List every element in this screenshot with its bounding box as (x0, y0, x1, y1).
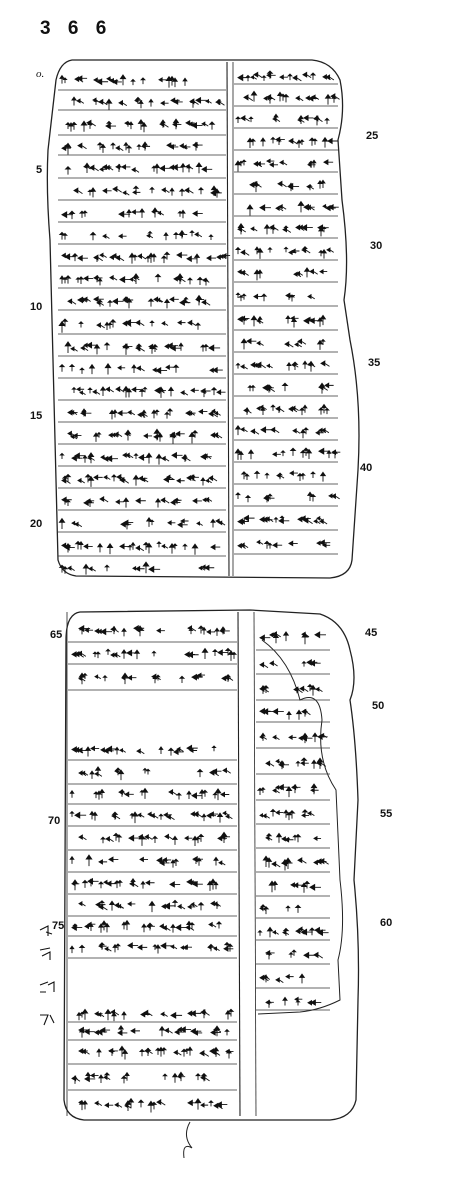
line-number-65: 65 (50, 629, 63, 641)
tablet-2-cuneiform-signs (69, 624, 329, 1113)
line-number-40: 40 (360, 462, 373, 474)
line-number-25: 25 (366, 130, 379, 142)
line-number-70: 70 (48, 815, 61, 827)
line-number-55: 55 (380, 808, 393, 820)
line-number-35: 35 (368, 357, 381, 369)
tablet-2-outline (63, 609, 360, 1121)
side-inscription (39, 925, 55, 1026)
line-number-5: 5 (36, 164, 43, 176)
obverse-mark: o. (36, 68, 45, 80)
plate-number: 3 6 6 (40, 18, 113, 39)
line-number-45: 45 (365, 627, 378, 639)
tablet-1-outline (46, 59, 360, 579)
tablet-2-tail (183, 1121, 193, 1159)
line-number-30: 30 (370, 240, 383, 252)
line-number-10: 10 (30, 301, 43, 313)
tablet-1-ruled-lines (58, 83, 338, 557)
tablet-1-column-divider (226, 61, 230, 577)
tablet-2-ruled-lines (68, 641, 330, 1091)
line-number-50: 50 (372, 700, 385, 712)
tablet-2-broken-edge (257, 639, 344, 1015)
tablet-1-cuneiform-signs (58, 70, 341, 575)
line-number-15: 15 (30, 410, 43, 422)
line-number-20: 20 (30, 518, 43, 530)
line-number-75: 75 (52, 920, 65, 932)
line-number-60: 60 (380, 917, 393, 929)
tablet-2-column-divider (237, 611, 241, 1117)
